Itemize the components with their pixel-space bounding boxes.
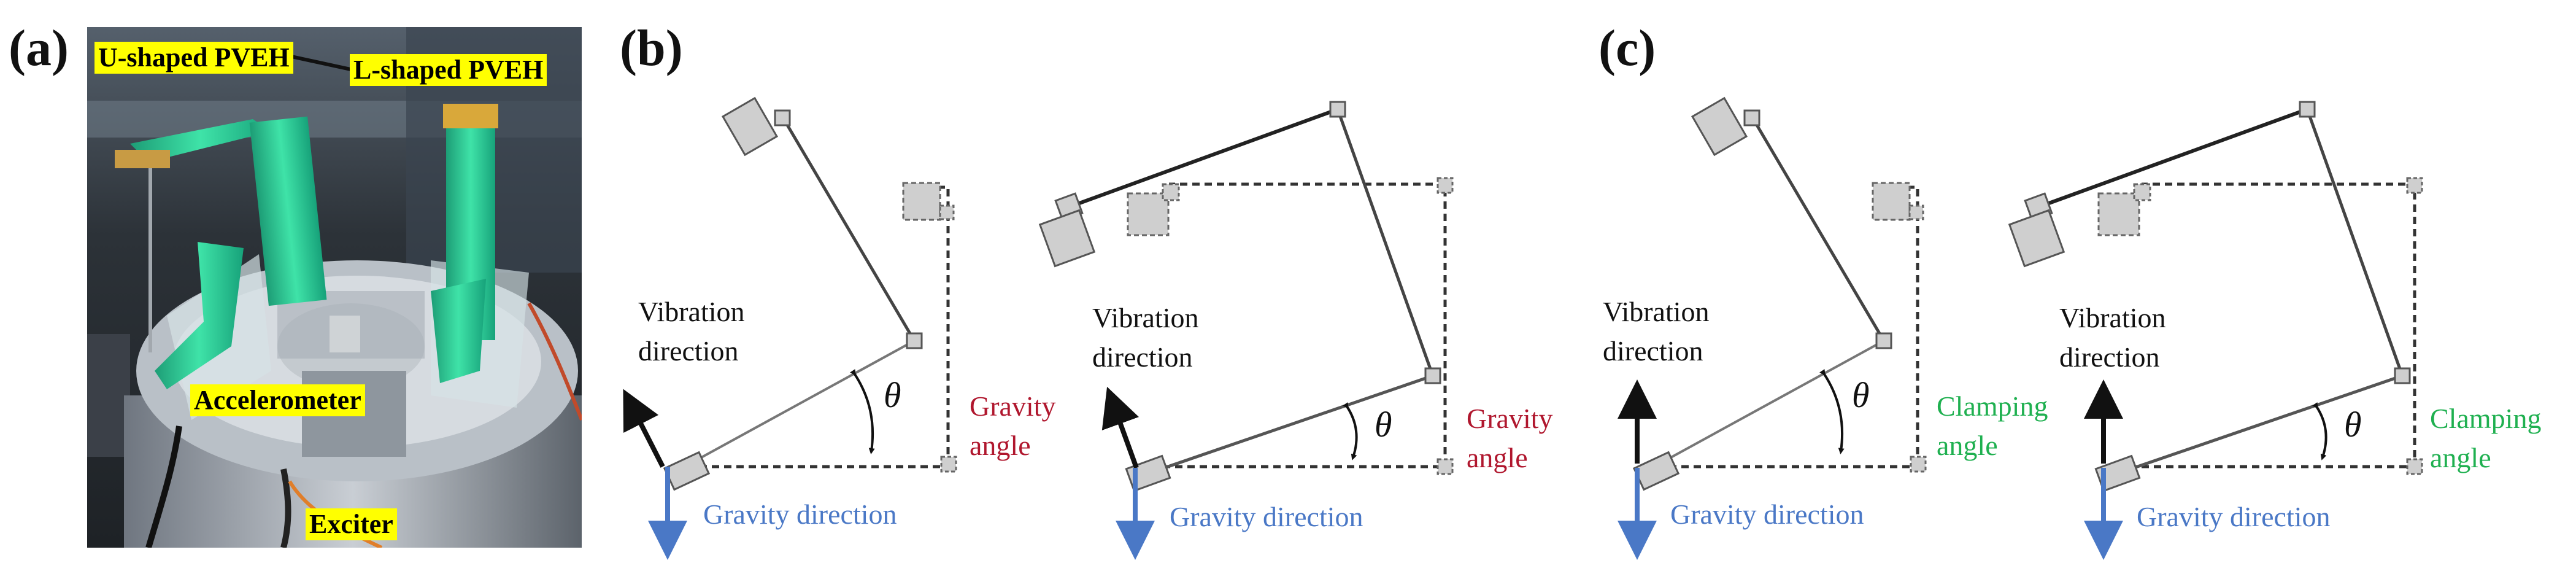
c1-vibration-label-line1: Vibration [1603,296,1710,327]
c2-gravity-direction-label: Gravity direction [2137,501,2331,532]
panel-label-c: (c) [1598,20,1656,77]
c2-vibration-label-line2: direction [2059,341,2160,373]
b1-gravity-angle-line2: angle [970,430,1031,461]
diagram-b-l-shaped [1038,101,1454,560]
c1-clamping-angle-line1: Clamping [1937,390,2048,422]
b1-vibration-label-line2: direction [638,335,739,367]
c2-theta-symbol: θ [2344,405,2362,445]
panel-label-a: (a) [9,20,69,77]
b2-gravity-direction-label: Gravity direction [1170,501,1363,532]
b2-vibration-label-line1: Vibration [1092,302,1199,333]
b1-theta-symbol: θ [884,375,901,415]
diagram-b-u-shaped [623,96,957,560]
c2-vibration-label-line1: Vibration [2059,302,2166,333]
c1-clamping-angle-line2: angle [1937,430,1998,461]
b1-gravity-direction-label: Gravity direction [703,499,897,530]
c1-theta-symbol: θ [1852,375,1870,415]
photo-illustration [87,27,582,548]
diagram-c-l-shaped [2008,101,2423,560]
c2-clamping-angle-line2: angle [2430,442,2491,473]
b2-theta-symbol: θ [1375,405,1392,445]
b2-gravity-angle-line1: Gravity [1467,403,1553,434]
c2-clamping-angle-line1: Clamping [2430,403,2542,434]
b1-vibration-label-line1: Vibration [638,296,745,327]
c1-vibration-label-line2: direction [1603,335,1703,367]
b2-gravity-angle-line2: angle [1467,442,1528,473]
b1-gravity-angle-line1: Gravity [970,390,1056,422]
experimental-setup-photo: U-shaped PVEH L-shaped PVEH Acceleromete… [87,27,582,548]
l-shaped-pveh-tag: L-shaped PVEH [350,54,547,87]
exciter-tag: Exciter [306,508,397,541]
diagram-c-u-shaped [1618,96,1927,560]
u-shaped-pveh-tag: U-shaped PVEH [94,42,293,74]
c1-gravity-direction-label: Gravity direction [1670,499,1864,530]
accelerometer-tag: Accelerometer [190,384,365,417]
panel-label-b: (b) [620,20,683,77]
b2-vibration-label-line2: direction [1092,341,1193,373]
